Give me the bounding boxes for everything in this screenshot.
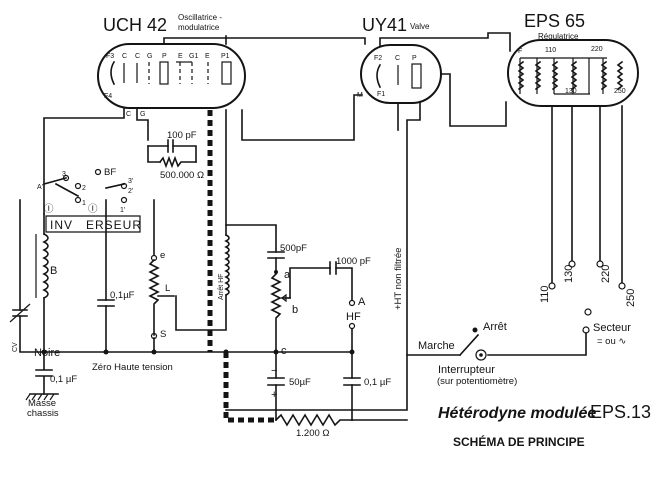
secteur-label: Secteur <box>593 322 631 334</box>
uch42-pin-g: G <box>147 53 152 60</box>
chassis-label: chassis <box>27 408 59 419</box>
cap-500pf-label: 500pF <box>280 243 307 254</box>
switch-2p: 2' <box>128 188 133 195</box>
output-hf-label: HF <box>346 311 361 323</box>
title-line1: Hétérodyne modulée <box>438 405 596 422</box>
mains-tap-250: 250 <box>625 289 637 307</box>
res-500k-label: 500.000 Ω <box>160 170 204 181</box>
secteur-sub: = ou ∿ <box>597 336 626 347</box>
arret-label: Arrêt <box>483 321 507 333</box>
zero-ht-label: Zéro Haute tension <box>92 362 173 373</box>
noire-label: Noire <box>34 347 60 359</box>
ht-label: +HT non filtrée <box>393 248 404 310</box>
output-a-label: A <box>358 296 366 308</box>
coil-b-label: B <box>50 265 57 277</box>
inverseur-label-b: ERSEUR <box>86 218 142 232</box>
uy41-pin-c: C <box>395 55 400 62</box>
uch42-subtitle-2: modulatrice <box>178 23 220 32</box>
cv-label: CV <box>12 342 19 352</box>
uch42-pin-e1: E <box>178 53 183 60</box>
uy41-pin-p: P <box>412 55 417 62</box>
uch42-pin-c1: C <box>122 53 127 60</box>
uch42-pin-p1: P1 <box>221 53 230 60</box>
switch-3p: 3' <box>128 178 133 185</box>
interrupteur-sub: (sur potentiomètre) <box>437 376 517 387</box>
switch-1p: 1' <box>120 207 125 214</box>
mains-tap-130: 130 <box>563 265 575 283</box>
uch42-pin-f3: F3 <box>106 53 114 60</box>
mains-tap-220: 220 <box>600 265 612 283</box>
eps65-tap-250: 250 <box>614 88 626 95</box>
cap-50uf-plus: + <box>271 389 277 401</box>
cap-01-mid-label: 0,1µF <box>110 290 135 301</box>
masse-label: Masse <box>28 398 56 409</box>
title-line2: SCHÉMA DE PRINCIPE <box>453 434 585 449</box>
pot-c-label: c <box>281 345 287 357</box>
eps65-tap-130: 130 <box>565 88 577 95</box>
switch-a-prime: A' <box>37 184 43 191</box>
eps65-tap-110: 110 <box>545 47 556 54</box>
uy41-pin-f1: F1 <box>377 91 385 98</box>
eps65-tap-f: F <box>518 48 522 55</box>
eps65-title: EPS 65 <box>524 11 585 31</box>
cap-01-right-label: 0,1 µF <box>364 377 391 388</box>
switch-1: 1 <box>82 200 86 207</box>
eps65-subtitle: Régulatrice <box>538 32 579 41</box>
wire-uch-p-top <box>163 37 366 45</box>
uy41-title: UY41 <box>362 15 407 35</box>
res-l-label: L <box>165 283 170 294</box>
pot-b-label: b <box>292 304 298 316</box>
cap-01-left-label: 0,1 µF <box>50 374 77 385</box>
eps65-tube: F 110 220 130 250 <box>507 39 639 107</box>
cap-1000pf-label: 1000 pF <box>336 256 371 267</box>
uch42-title: UCH 42 <box>103 15 167 35</box>
uch42-pin-g1: G1 <box>189 53 198 60</box>
cap-50uf-label: 50µF <box>289 377 311 388</box>
res-1200-label: 1.200 Ω <box>296 428 330 439</box>
uy41-tube: F2 C P M F1 <box>357 44 442 104</box>
interrupteur-label: Interrupteur <box>438 364 495 376</box>
uch42-pin-p: P <box>162 53 167 60</box>
uy41-subtitle: Valve <box>410 22 430 31</box>
uch42-pin-f4: F4 <box>104 93 112 100</box>
wire-uy-eps <box>379 32 511 52</box>
shield-line-2 <box>223 352 276 423</box>
switch-lever <box>458 333 480 357</box>
switch-2: 2 <box>82 185 86 192</box>
switch-3: 3 <box>62 171 66 178</box>
cap-50uf-minus: − <box>271 365 277 377</box>
mains-tap-110: 110 <box>539 285 551 303</box>
switch-circ-2: Ⓘ <box>88 204 98 215</box>
res-e-label: e <box>160 250 165 261</box>
pot-a-label: a <box>284 269 291 281</box>
bf-label: BF <box>104 167 116 178</box>
uch42-subtitle-1: Oscillatrice - <box>178 13 222 22</box>
cap-100pf-label: 100 pF <box>167 130 197 141</box>
switch-circ-1: Ⓘ <box>44 204 54 215</box>
res-s-label: S <box>160 329 166 340</box>
title-model: EPS.13 <box>590 402 651 422</box>
eps65-tap-220: 220 <box>591 46 603 53</box>
uch42-pin-g-out: G <box>140 111 145 118</box>
uch42-pin-c-out: C <box>126 111 131 118</box>
marche-label: Marche <box>418 340 455 352</box>
arret-hf-label: Arrêt HF <box>218 274 225 300</box>
inverseur-label-a: INV <box>50 218 73 232</box>
uy41-pin-f2: F2 <box>374 55 382 62</box>
uch42-pin-e2: E <box>205 53 210 60</box>
uch42-pin-c2: C <box>135 53 140 60</box>
uch42-tube: F3 C C G P E G1 E P1 F4 <box>97 43 246 109</box>
